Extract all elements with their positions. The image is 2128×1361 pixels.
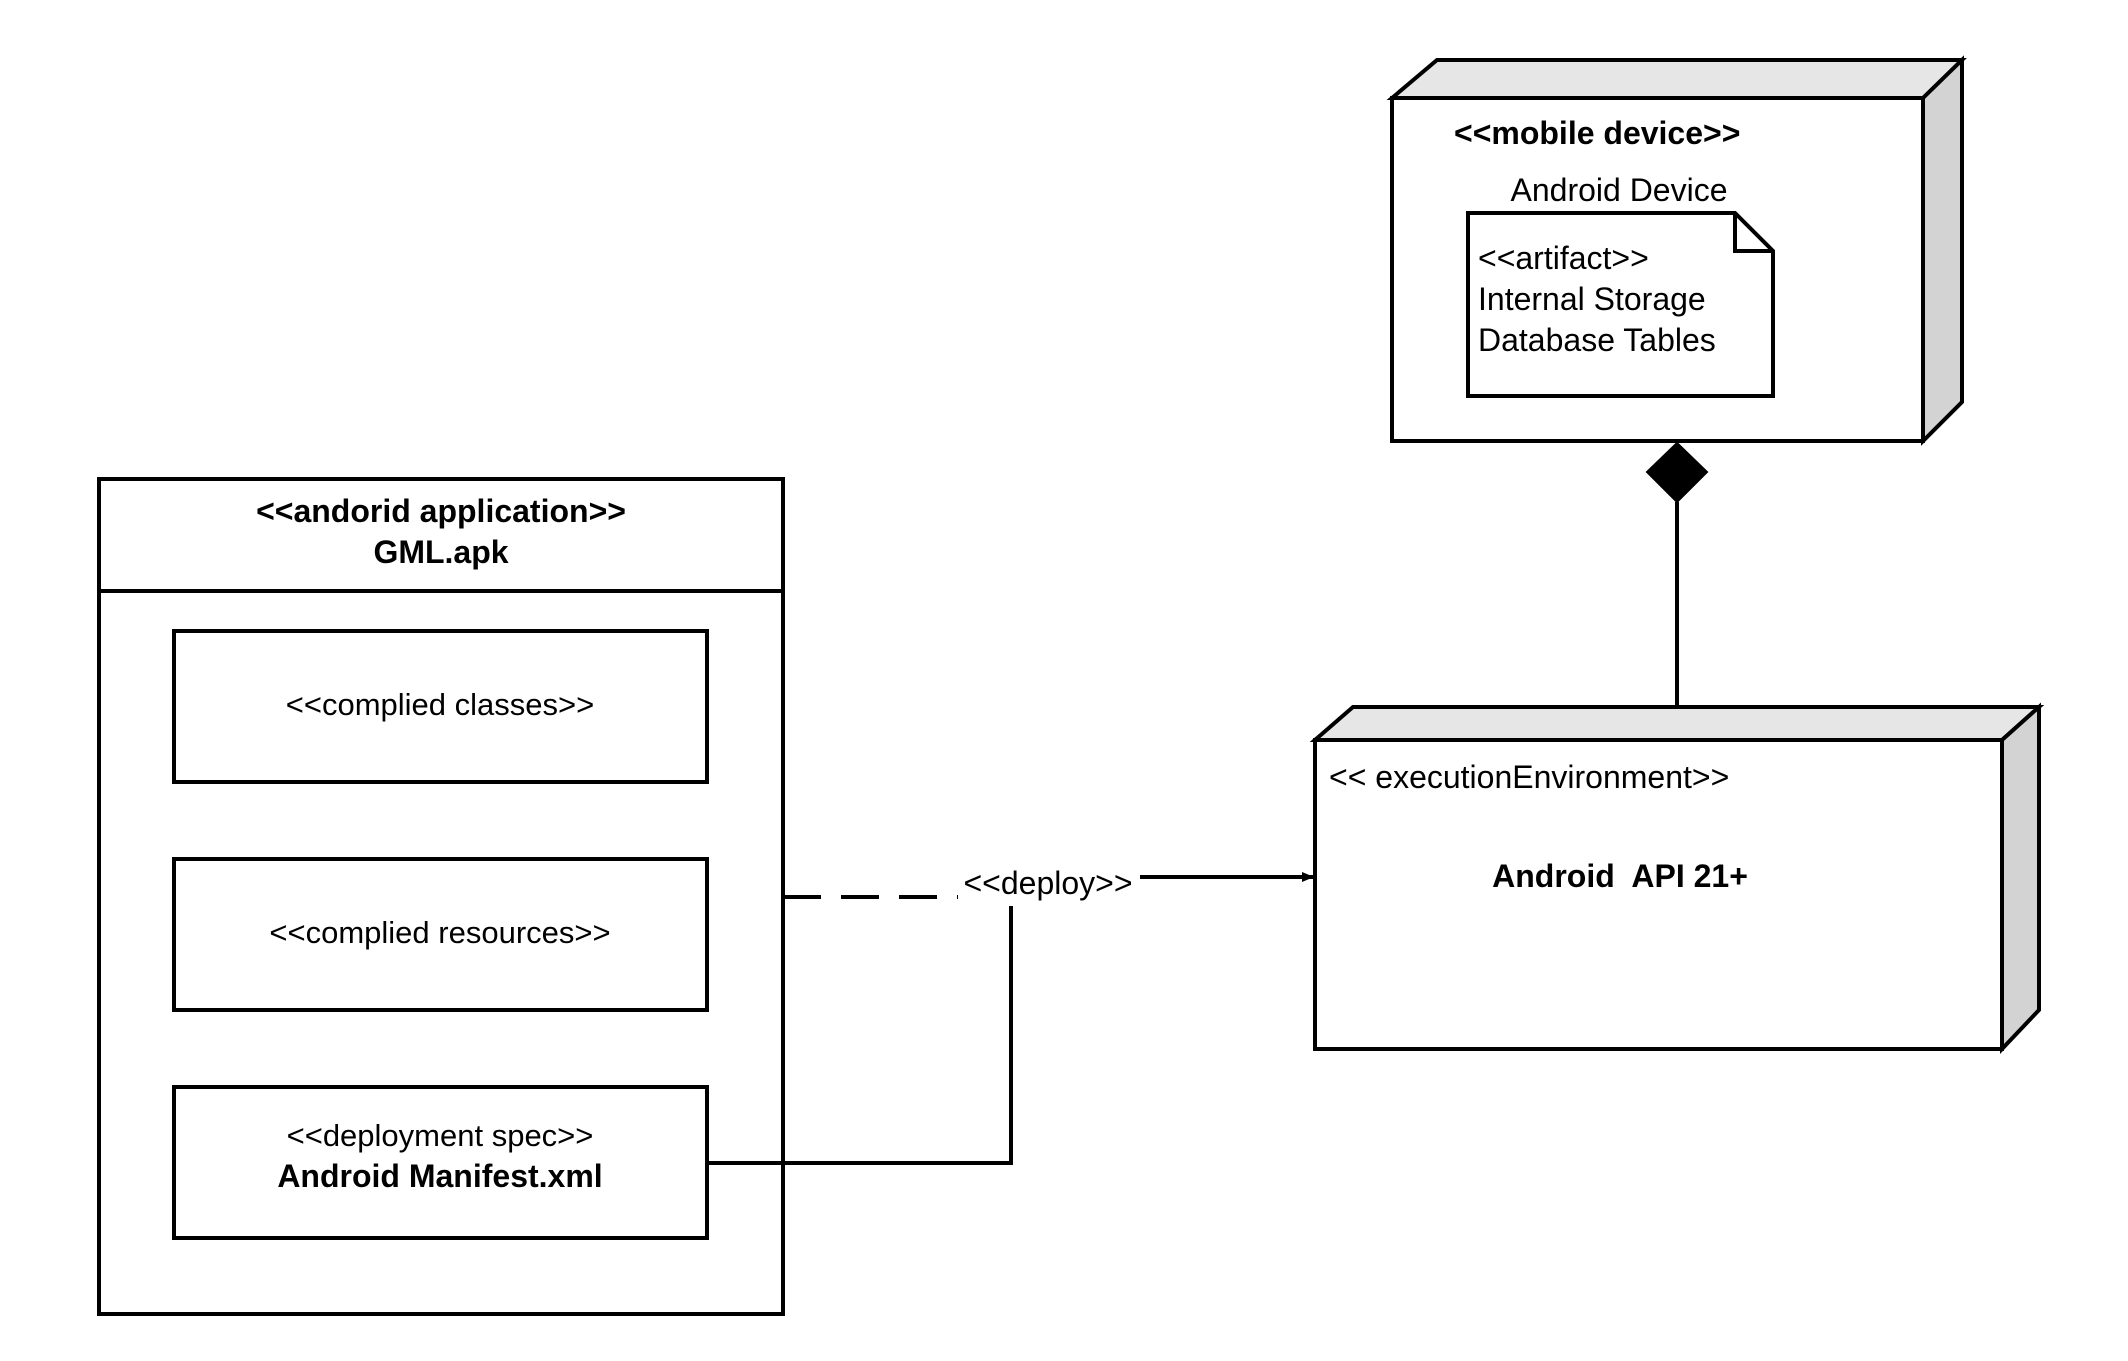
execution-environment-top-face xyxy=(1309,705,2045,742)
artifact-line-internal-storage: Internal Storage xyxy=(1478,281,1706,317)
deployment-spec-artifact[interactable]: <<deployment spec>> Android Manifest.xml xyxy=(172,1085,709,1240)
composition-link[interactable] xyxy=(1645,441,1709,707)
android-application-stereotype: <<andorid application>> xyxy=(256,493,626,529)
deployment-spec-connector xyxy=(707,906,1013,1165)
mobile-device-top-face xyxy=(1386,58,1967,100)
compiled-classes-label: <<complied classes>> xyxy=(286,687,594,722)
execution-environment-front-face xyxy=(1313,738,2004,1051)
deployment-spec-name: Android Manifest.xml xyxy=(277,1158,602,1194)
mobile-device-node[interactable]: <<mobile device>> Android Device <<artif… xyxy=(1386,55,1967,446)
mobile-device-side-face xyxy=(1921,55,1964,446)
artifact-document-shape xyxy=(1466,211,1775,398)
execution-environment-side-face xyxy=(2000,702,2041,1055)
composition-diamond xyxy=(1645,441,1709,504)
compiled-resources-label: <<complied resources>> xyxy=(269,915,610,950)
execution-environment-name: Android API 21+ xyxy=(1492,858,1748,894)
execution-environment-stereotype: << executionEnvironment>> xyxy=(1329,759,1729,795)
compiled-resources-artifact[interactable]: <<complied resources>> xyxy=(172,857,709,1012)
compiled-classes-artifact[interactable]: <<complied classes>> xyxy=(172,629,709,784)
deployment-spec-stereotype: <<deployment spec>> xyxy=(287,1118,594,1153)
mobile-device-stereotype: <<mobile device>> xyxy=(1454,115,1740,151)
deploy-label: <<deploy>> xyxy=(963,865,1132,901)
mobile-device-name: Android Device xyxy=(1511,172,1728,208)
execution-environment-node[interactable]: << executionEnvironment>> Android API 21… xyxy=(1309,702,2045,1055)
artifact-stereotype: <<artifact>> xyxy=(1478,240,1649,276)
artifact-line-database-tables: Database Tables xyxy=(1478,322,1716,358)
internal-storage-artifact[interactable]: <<artifact>> Internal Storage Database T… xyxy=(1466,211,1775,398)
android-application-component[interactable]: <<andorid application>> GML.apk <<compli… xyxy=(97,477,785,1316)
artifact-folded-corner xyxy=(1733,213,1773,253)
deploy-dependency[interactable]: <<deploy>> xyxy=(707,865,1314,1165)
android-application-name: GML.apk xyxy=(373,534,508,570)
